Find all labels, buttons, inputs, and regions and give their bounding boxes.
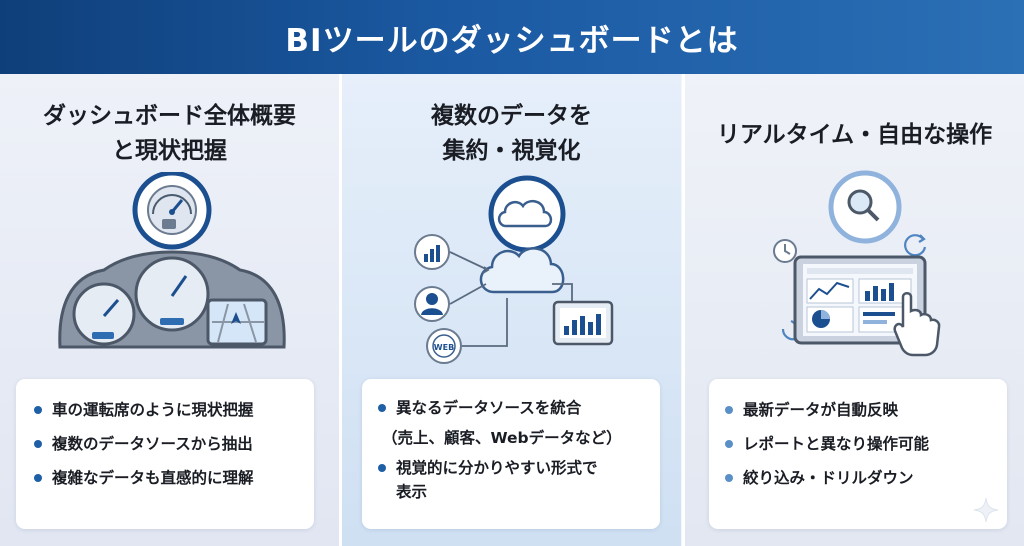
central-cloud-icon [479,247,565,294]
bullet-continuation: 表示 [396,483,428,501]
bullet-dot [378,464,386,472]
bullet-dot [378,404,386,412]
panel-title-line1: 複数のデータを [431,103,592,129]
bullet-item: 絞り込み・ドリルダウン [721,467,997,489]
bullet-item: 異なるデータソースを統合 [374,397,650,419]
bullet-item: 最新データが自動反映 [721,399,997,421]
bullet-item: 複雑なデータも直感的に理解 [30,467,304,489]
panel-dashboard-overview: ダッシュボード全体概要 と現状把握 車の運転席のように現状把握 [0,74,339,546]
flow-arrows [449,251,573,347]
bullet-dot [34,474,42,482]
bar-chart-icon [414,234,450,270]
bullet-item: 複数のデータソースから抽出 [30,433,304,455]
bullet-dot [725,406,733,414]
tablet-dashboard-icon [793,255,927,345]
bullet-dot [34,440,42,448]
bullet-card-realtime: 最新データが自動反映 レポートと異なり操作可能 絞り込み・ドリルダウン [709,379,1007,529]
cloud-icon [488,175,566,253]
panel-divider [682,74,685,546]
bullet-continuation: （売上、顧客、Webデータなど） [382,429,622,447]
car-dashboard-icon [58,250,286,349]
panel-data-aggregation: 複数のデータを 集約・視覚化 WEB [342,74,681,546]
panel-title-line2: と現状把握 [112,138,227,164]
clock-icon [773,239,797,263]
web-globe-icon: WEB [426,328,462,364]
magnifier-icon [828,170,902,244]
sparkle-icon [973,497,999,523]
user-icon [414,286,450,322]
data-aggregation-illustration: WEB [414,175,614,364]
panel-realtime-operation: リアルタイム・自由な操作 [685,74,1024,546]
panel-divider [339,74,342,546]
panel-title-line1: ダッシュボード全体概要 [43,103,296,129]
refresh-icon [904,234,927,257]
header-banner: BIツールのダッシュボードとは [0,0,1024,74]
bullet-item: 車の運転席のように現状把握 [30,399,304,421]
bullet-card-overview: 車の運転席のように現状把握 複数のデータソースから抽出 複雑なデータも直感的に理… [16,379,314,529]
pointing-hand-icon [893,292,941,357]
bullet-card-aggregation: 異なるデータソースを統合 （売上、顧客、Webデータなど） 視覚的に分かりやすい… [362,379,660,529]
page-title: BIツールのダッシュボードとは [285,22,739,59]
panel-title: リアルタイム・自由な操作 [716,122,993,148]
bullet-dot [725,440,733,448]
dashboard-gauge-illustration [58,172,286,349]
tablet-chart-icon [552,300,614,346]
bullet-dot [725,474,733,482]
bullet-item: レポートと異なり操作可能 [721,433,997,455]
bullet-dot [34,406,42,414]
speedometer-icon [132,172,212,250]
web-label: WEB [434,343,454,352]
panel-title-line2: 集約・視覚化 [442,138,581,164]
realtime-tablet-illustration [773,170,941,357]
bullet-item: 視覚的に分かりやすい形式で [374,457,650,479]
